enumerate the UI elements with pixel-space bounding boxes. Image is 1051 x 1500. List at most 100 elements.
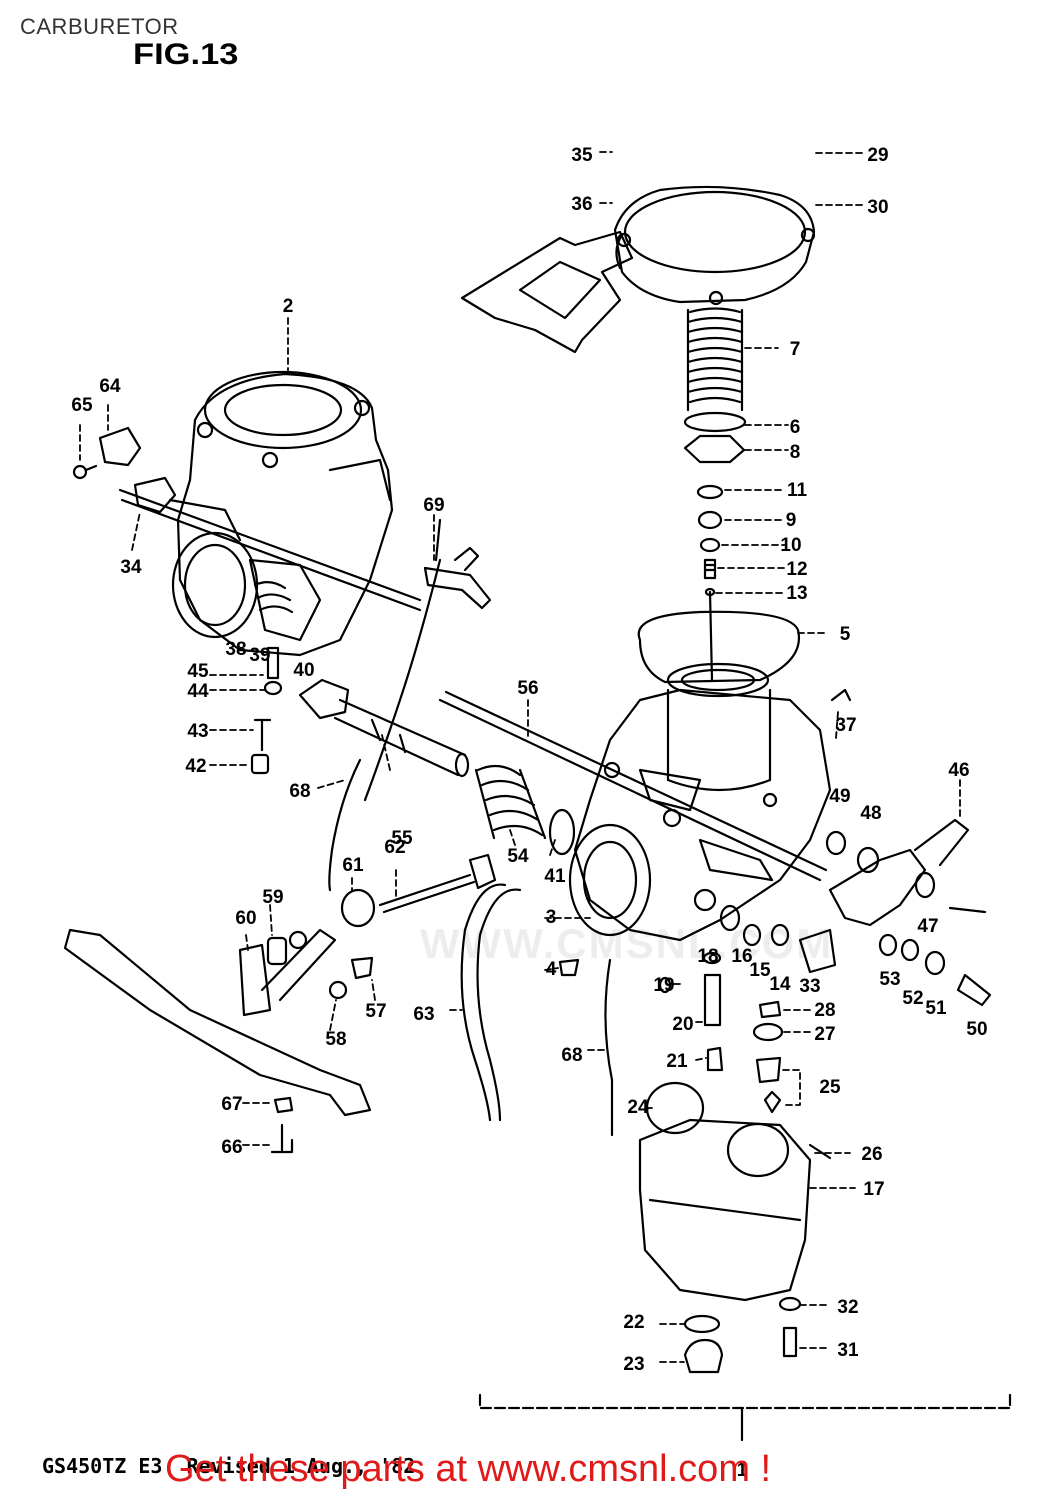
part-label-39: 39	[249, 645, 270, 666]
part-label-34: 34	[120, 557, 142, 578]
part-label-46: 46	[948, 760, 969, 781]
part-label-13: 13	[786, 583, 807, 604]
part-label-9: 9	[786, 510, 797, 531]
model-revision-note: GS450TZ E3 Revised 1 Aug., '82	[42, 1454, 416, 1478]
hose-63	[460, 883, 507, 1122]
screw-4	[558, 958, 580, 977]
washer-41	[548, 808, 576, 856]
assembly-bracket	[478, 1393, 1012, 1410]
part-label-53: 53	[879, 969, 900, 990]
part-label-25: 25	[819, 1077, 841, 1098]
part-label-14: 14	[769, 974, 791, 995]
part-label-2: 2	[283, 296, 294, 317]
part-label-57: 57	[365, 1001, 386, 1022]
part-label-38: 38	[225, 639, 246, 660]
part-34	[133, 476, 177, 514]
part-label-22: 22	[623, 1312, 644, 1333]
cap-33	[798, 928, 837, 974]
nut-44	[263, 680, 283, 696]
part-label-36: 36	[571, 194, 592, 215]
left-carburetor-body	[118, 370, 422, 657]
washer-67	[273, 1096, 294, 1114]
part-label-40: 40	[293, 660, 314, 681]
part-label-30: 30	[867, 197, 888, 218]
part-label-29: 29	[867, 145, 888, 166]
part-label-33: 33	[799, 976, 820, 997]
part-label-44: 44	[187, 681, 209, 702]
adjuster-screw-62	[378, 873, 476, 914]
part-label-4: 4	[546, 959, 557, 980]
part-label-67: 67	[221, 1094, 242, 1115]
part-label-1: 1	[737, 1460, 748, 1481]
main-jet-21	[706, 1046, 724, 1072]
promo-banner[interactable]: Get these parts at www.cmsnl.com !	[165, 1448, 772, 1490]
part-label-50: 50	[966, 1019, 987, 1040]
diagram-title: CARBURETOR	[20, 14, 179, 39]
washer-32	[778, 1296, 802, 1312]
fast-idle-linkage	[825, 688, 992, 1007]
figure-number: FIG.13	[133, 38, 239, 71]
part-label-26: 26	[861, 1144, 882, 1165]
screw-43	[253, 718, 272, 752]
part-label-58: 58	[325, 1029, 346, 1050]
float-valve-25	[755, 1056, 782, 1084]
top-cover-assembly	[460, 185, 816, 682]
part-label-56: 56	[517, 678, 538, 699]
part-label-61: 61	[342, 855, 364, 876]
part-label-15: 15	[749, 960, 771, 981]
part-label-6: 6	[790, 417, 801, 438]
part-label-42: 42	[185, 756, 206, 777]
part-label-62: 62	[384, 837, 405, 858]
part-label-32: 32	[837, 1297, 858, 1318]
part-label-31: 31	[837, 1340, 859, 1361]
washer-61	[340, 888, 376, 928]
bracket-64	[98, 426, 142, 467]
part-label-69: 69	[423, 495, 444, 516]
part-label-10: 10	[780, 535, 801, 556]
part-16	[742, 923, 762, 947]
collar-42	[250, 753, 270, 775]
choke-linkage-shaft	[298, 678, 470, 778]
part-label-54: 54	[507, 846, 529, 867]
needle-jet-20	[703, 973, 722, 1027]
part-label-35: 35	[571, 145, 593, 166]
throttle-shaft	[438, 698, 822, 882]
part-label-63: 63	[413, 1004, 434, 1025]
leader-lines	[79, 151, 961, 1363]
coil-spring-54	[474, 764, 547, 840]
part-15	[719, 904, 741, 932]
part-label-12: 12	[786, 559, 807, 580]
part-label-27: 27	[814, 1024, 835, 1045]
screw-45	[266, 646, 280, 680]
part-label-41: 41	[544, 866, 566, 887]
part-label-3: 3	[546, 907, 557, 928]
part-label-18: 18	[697, 946, 718, 967]
fuel-tee-fitting	[423, 518, 492, 610]
part-label-7: 7	[790, 339, 801, 360]
part-label-5: 5	[840, 624, 851, 645]
part-14	[770, 923, 790, 947]
part-label-17: 17	[863, 1179, 884, 1200]
part-label-64: 64	[99, 376, 121, 397]
part-label-45: 45	[187, 661, 209, 682]
nut-28	[758, 1000, 782, 1019]
part-label-16: 16	[731, 946, 752, 967]
float-bowl	[638, 1081, 832, 1302]
part-label-51: 51	[925, 998, 947, 1019]
part-label-68: 68	[561, 1045, 582, 1066]
part-label-52: 52	[902, 988, 923, 1009]
hose-68-left	[328, 758, 362, 892]
part-label-66: 66	[221, 1137, 242, 1158]
part-label-48: 48	[860, 803, 881, 824]
screw-31	[782, 1326, 798, 1358]
part-label-24: 24	[627, 1097, 649, 1118]
part-label-55: 55	[391, 828, 413, 849]
part-label-20: 20	[672, 1014, 693, 1035]
part-label-59: 59	[262, 887, 283, 908]
part-label-21: 21	[666, 1051, 688, 1072]
part-label-68: 68	[289, 781, 310, 802]
jet-19	[658, 976, 672, 994]
mounting-plate	[63, 928, 372, 1117]
throttle-lever-bracket	[238, 928, 374, 1017]
